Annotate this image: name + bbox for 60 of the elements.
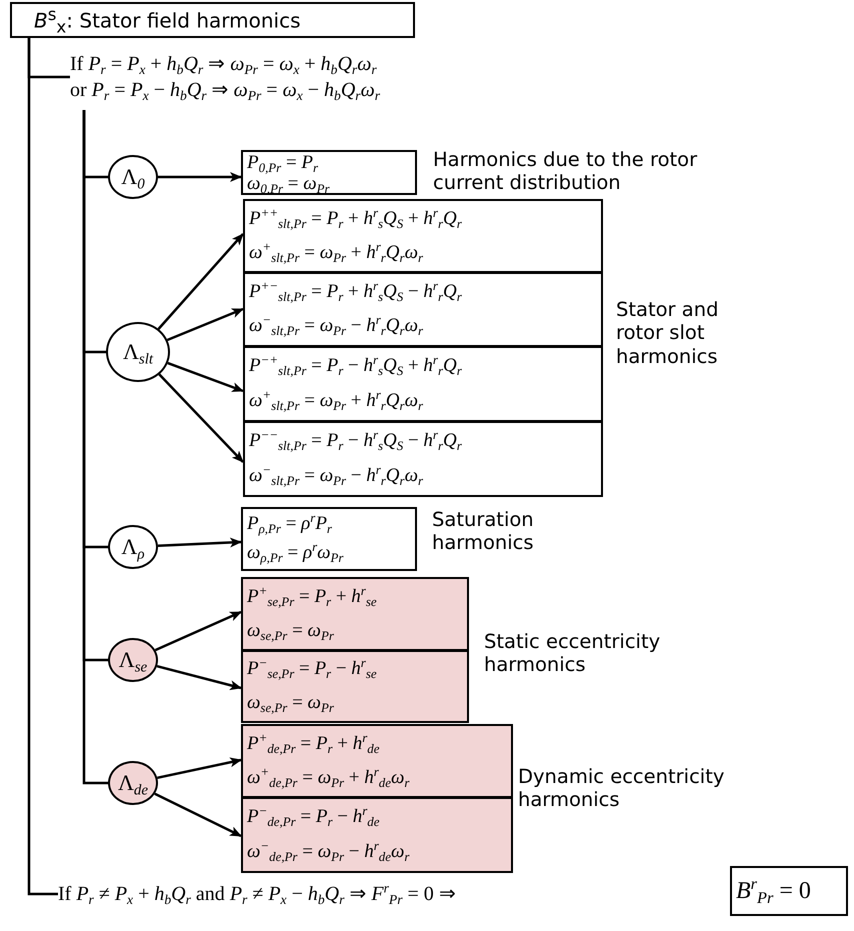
title-text: B$^{s}$$_{x}$: Stator field harmonics: [33, 5, 302, 37]
arrow: [158, 374, 244, 463]
arrow: [166, 308, 244, 342]
formula: ω$^{−}$$_{de,Pr}$ = ω$_{Pr}$ − h$^{r}$$_{de}$ω$_{r}$: [247, 842, 410, 863]
lambda-circle: [108, 155, 158, 199]
condition-text: If P$_{r}$ = P$_{x}$ + h$_{b}$Q$_{r}$ ⇒ ω$_{Pr}$ = ω$_{x}$ + h$_{b}$Q$_{r}$ω$_{r}$: [70, 53, 378, 75]
arrow: [158, 538, 242, 548]
arrow: [167, 362, 244, 392]
arrow: [157, 757, 242, 780]
formula-box: [241, 150, 417, 195]
formula-box: [241, 507, 417, 571]
arrow: [156, 664, 242, 690]
formula-box: [243, 421, 603, 497]
formula-box: [241, 797, 513, 873]
condition-text: If P$_{r}$ ≠ P$_{x}$ + h$_{b}$Q$_{r}$ and P$_{r}$ ≠ P$_{x}$ − h$_{b}$Q$_{r}$ ⇒ F$^{r}$$_{Pr}$ = 0 ⇒: [58, 883, 457, 905]
formula: ω$^{+}$$_{de,Pr}$ = ω$_{Pr}$ + h$^{r}$$_{de}$ω$_{r}$: [247, 768, 410, 788]
formula: P$^{−−}$$_{slt,Pr}$ = P$_{r}$ − h$^{r}$$_{s}$Q$_{S}$ − h$^{r}$$_{r}$Q$_{r}$: [249, 431, 463, 452]
tree-line: [28, 38, 58, 896]
lambda-label: Λ$_{se}$: [118, 648, 148, 672]
formula: ω$_{se,Pr}$ = ω$_{Pr}$: [247, 692, 335, 714]
formula-box: [730, 866, 848, 916]
annotation-text: Saturation harmonics: [432, 508, 535, 555]
arrow: [154, 792, 242, 838]
title-box: [10, 2, 415, 38]
formula: ω$^{+}$$_{slt,Pr}$ = ω$_{Pr}$ + h$^{r}$$_{r}$Q$_{r}$ω$_{r}$: [249, 391, 424, 412]
formula: ω$_{se,Pr}$ = ω$_{Pr}$: [247, 620, 335, 642]
group-label: Dynamic eccentricity harmonics: [518, 765, 726, 812]
lambda-circle: [108, 638, 158, 682]
arrow: [158, 172, 242, 182]
formula: ω$^{−}$$_{slt,Pr}$ = ω$_{Pr}$ − h$^{r}$$_{r}$Q$_{r}$ω$_{r}$: [249, 316, 424, 338]
lambda-label: Λ$_{0}$: [121, 164, 145, 190]
formula-box: [243, 346, 603, 422]
lambda-label: Λ$_{slt}$: [122, 340, 154, 364]
group-label: Stator and rotor slot harmonics: [616, 298, 720, 368]
arrow: [158, 233, 244, 330]
lambda-label: Λ$_{ρ}$: [121, 534, 145, 560]
formula-box: [243, 272, 603, 347]
formula: P$^{+−}$$_{slt,Pr}$ = P$_{r}$ + h$^{r}$$_{s}$Q$_{S}$ − h$^{r}$$_{r}$Q$_{r}$: [249, 282, 463, 303]
formula: B$^{r}$$_{Pr}$ = 0: [736, 878, 812, 904]
formula: P$^{++}$$_{slt,Pr}$ = P$_{r}$ + h$^{r}$$_{s}$Q$_{S}$ + h$^{r}$$_{r}$Q$_{r}$: [249, 208, 463, 230]
formula: ω$^{+}$$_{slt,Pr}$ = ω$_{Pr}$ + h$^{r}$$_{r}$Q$_{r}$ω$_{r}$: [249, 242, 424, 264]
lambda-circle: [108, 525, 158, 569]
formula: P$_{0,Pr}$ = P$_{r}$: [247, 153, 320, 174]
formula: ω$_{0,Pr}$ = ω$_{Pr}$: [247, 174, 331, 195]
lambda-circle: [108, 761, 158, 805]
formula-box: [243, 199, 603, 273]
formula: P$_{ρ,Pr}$ = ρ$^{r}$P$_{r}$: [247, 514, 333, 535]
lambda-circle: [106, 322, 170, 382]
group-label: Static eccentricity harmonics: [484, 630, 662, 677]
condition-text: or P$_{r}$ = P$_{x}$ − h$_{b}$Q$_{r}$ ⇒ ω$_{Pr}$ = ω$_{x}$ − h$_{b}$Q$_{r}$ω$_{r}$: [70, 79, 381, 101]
formula-box: [241, 650, 469, 723]
formula-box: [241, 724, 513, 798]
formula: P$^{−+}$$_{slt,Pr}$ = P$_{r}$ − h$^{r}$$_{s}$Q$_{S}$ + h$^{r}$$_{r}$Q$_{r}$: [249, 356, 463, 377]
annotation-text: Harmonics due to the rotor current distribution: [433, 148, 698, 195]
arrow: [154, 610, 242, 652]
tree-line: [82, 110, 109, 784]
formula-box: [241, 577, 469, 651]
formula: ω$^{−}$$_{slt,Pr}$ = ω$_{Pr}$ − h$^{r}$$_{r}$Q$_{r}$ω$_{r}$: [249, 466, 424, 487]
lambda-label: Λ$_{de}$: [118, 770, 148, 796]
formula: ω$_{ρ,Pr}$ = ρ$^{r}$ω$_{Pr}$: [247, 543, 344, 564]
